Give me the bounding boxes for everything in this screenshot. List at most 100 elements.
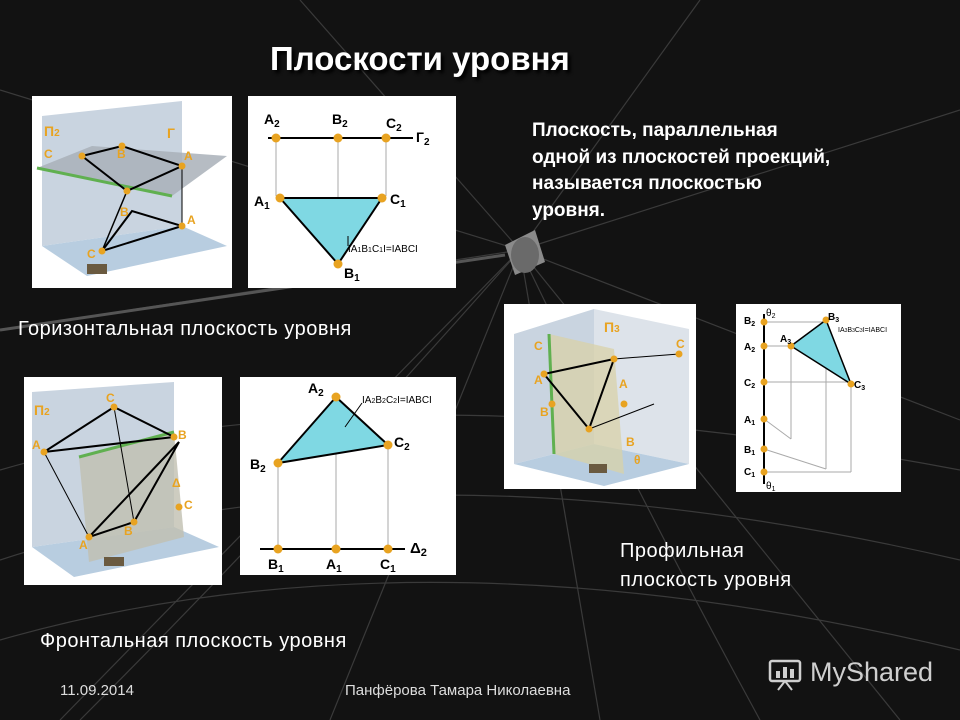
label-a1: A (254, 193, 264, 209)
svg-text:B2: B2 (744, 316, 755, 328)
pi2-label: П (44, 123, 54, 139)
svg-text:П2: П2 (44, 123, 60, 139)
svg-text:Г2: Г2 (416, 129, 430, 148)
point-label: B (117, 147, 126, 161)
label-b2: B (250, 456, 260, 472)
svg-text:C2: C2 (386, 115, 402, 134)
label-c2: C (386, 115, 396, 131)
label-delta: Δ (410, 540, 421, 557)
horizontal-plane-3d-panel: П2 Г C B A A C B (32, 96, 232, 288)
label-theta1: θ (766, 481, 772, 492)
label-c3: C (854, 380, 861, 391)
svg-text:θ1: θ1 (766, 481, 776, 492)
label-c2: C (394, 434, 404, 450)
footer-author: Панфёрова Тамара Николаевна (345, 682, 571, 699)
point-label: A (79, 538, 88, 552)
delta-label: Δ (172, 476, 181, 490)
point-label: B (540, 405, 549, 419)
point-label: B (178, 428, 187, 442)
definition-line: уровня. (532, 199, 606, 221)
label-a1: A (744, 415, 751, 426)
svg-text:B1: B1 (744, 445, 755, 457)
label-b1: B (268, 556, 278, 572)
horizontal-plane-caption: Горизонтальная плоскость уровня (18, 318, 352, 340)
point-label: A (32, 438, 41, 452)
svg-text:B2: B2 (250, 456, 266, 475)
svg-text:A2: A2 (744, 342, 755, 354)
label-c1: C (380, 556, 390, 572)
point-label: A (534, 373, 543, 387)
frontal-plane-epure-panel: A2 C2 B2 Δ2 B1 A1 C1 IA2B2C2I=IABCI (240, 377, 456, 575)
point-label: A (184, 149, 193, 163)
svg-text:A1: A1 (326, 556, 342, 575)
svg-text:C3: C3 (854, 380, 865, 392)
svg-text:П3: П3 (604, 319, 620, 335)
point-label: A (619, 377, 628, 391)
horizontal-plane-epure-panel: A2 B2 C2 Г2 A1 C1 B1 IA1B1C1I=IABCI (248, 96, 456, 288)
label-a2: A (308, 380, 318, 396)
point-label: C (184, 498, 193, 512)
definition-line: одной из плоскостей проекций, (532, 146, 831, 168)
label-a2: A (744, 342, 751, 353)
watermark-text: MyShared (810, 657, 934, 687)
svg-text:A2: A2 (264, 111, 280, 130)
slide-title: Плоскости уровня (270, 40, 570, 77)
footer-date: 11.09.2014 (60, 682, 134, 699)
svg-text:A2: A2 (308, 380, 324, 399)
theta-label: θ (634, 453, 641, 467)
svg-text:C1: C1 (390, 191, 406, 210)
svg-text:A3: A3 (780, 334, 791, 346)
gamma-label: Г (167, 125, 175, 141)
svg-text:Δ2: Δ2 (410, 540, 427, 559)
label-a3: A (780, 334, 787, 345)
point-label: C (87, 247, 96, 261)
pi2-label: П (34, 402, 44, 418)
svg-text:B1: B1 (344, 265, 360, 284)
svg-text:B3: B3 (828, 312, 839, 324)
svg-text:B2: B2 (332, 111, 348, 130)
label-gamma: Г (416, 129, 424, 145)
label-c1: C (744, 467, 751, 478)
equality-formula: IA2B2C2I=IABCI (362, 395, 432, 406)
point-label: B (626, 435, 635, 449)
point-label: C (44, 147, 53, 161)
label-a1: A (326, 556, 336, 572)
pi-label: П (604, 319, 614, 335)
svg-text:B1: B1 (268, 556, 284, 575)
label-c1: C (390, 191, 400, 207)
definition-text: Плоскость, параллельная одной из плоскос… (532, 118, 952, 224)
point-label: B (124, 524, 133, 538)
svg-text:A1: A1 (254, 193, 270, 212)
equality-formula: IA3B3C3I=IABCI (838, 327, 887, 334)
label-theta2: θ (766, 308, 772, 319)
svg-text:C2: C2 (394, 434, 410, 453)
label-c2: C (744, 378, 751, 389)
svg-text:θ2: θ2 (766, 308, 776, 320)
profile-plane-caption: Профильная плоскость уровня (620, 537, 792, 595)
presentation-board-icon (768, 659, 802, 691)
equality-formula: IA1B1C1I=IABCI (348, 244, 418, 255)
label-b2: B (744, 316, 751, 327)
svg-text:C1: C1 (744, 467, 755, 479)
svg-text:П2: П2 (34, 402, 50, 418)
point-label: B (120, 205, 129, 219)
label-b1: B (744, 445, 751, 456)
profile-plane-epure-panel: B2 θ2 A2 C2 A1 B1 C1 θ1 A3 B3 C3 IA3B3C3… (736, 304, 901, 492)
frontal-plane-caption: Фронтальная плоскость уровня (40, 630, 347, 652)
svg-text:C1: C1 (380, 556, 396, 575)
profile-plane-3d-panel: П3 C A B A C B θ (504, 304, 696, 489)
caption-line: Профильная (620, 540, 745, 562)
watermark-logo: MyShared (768, 655, 948, 695)
label-a2: A (264, 111, 274, 127)
label-b2: B (332, 111, 342, 127)
definition-line: называется плоскостью (532, 173, 762, 195)
point-label: C (676, 337, 685, 351)
svg-text:A1: A1 (744, 415, 755, 427)
label-b1: B (344, 265, 354, 281)
point-label: A (187, 213, 196, 227)
point-label: C (106, 391, 115, 405)
label-b3: B (828, 312, 835, 323)
definition-line: Плоскость, параллельная (532, 120, 778, 141)
point-label: C (534, 339, 543, 353)
caption-line: плоскость уровня (620, 569, 792, 591)
